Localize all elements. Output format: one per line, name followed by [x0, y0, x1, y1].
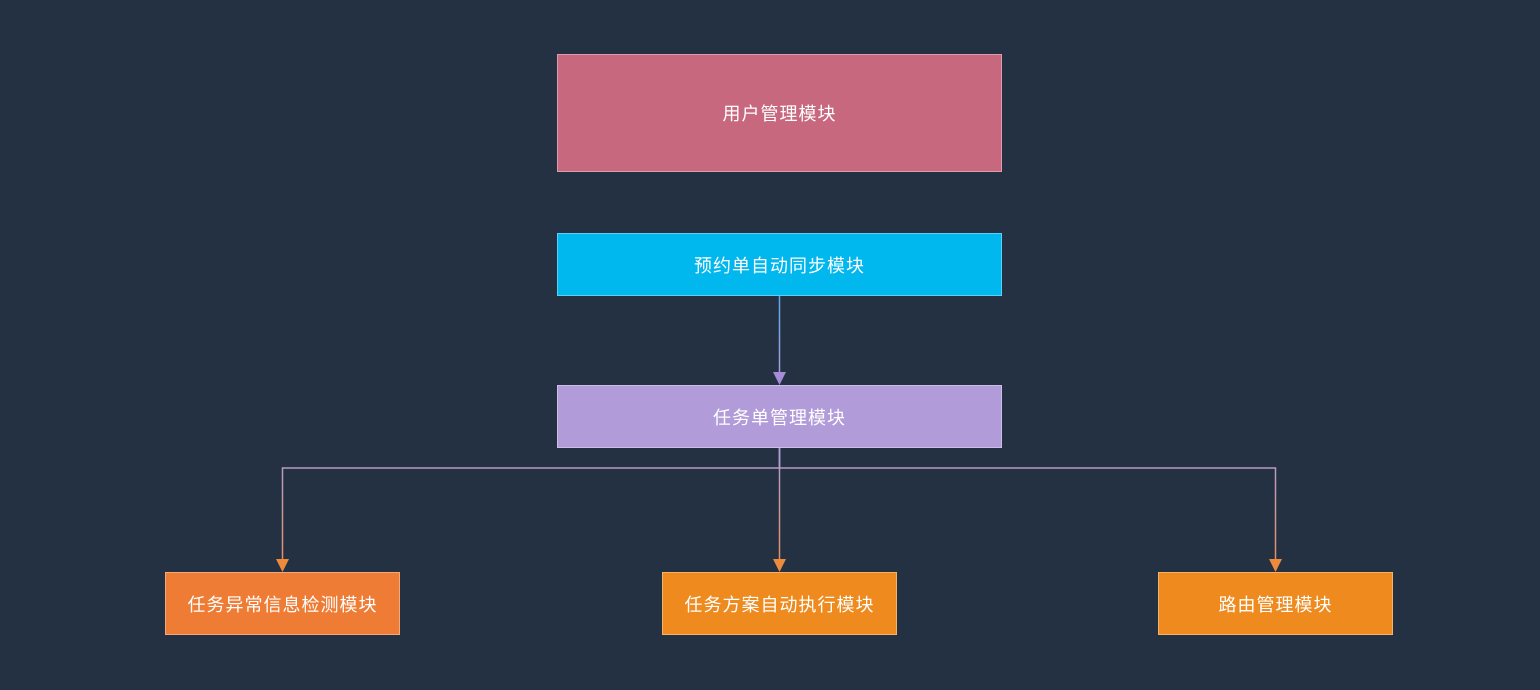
booking-sync-module-label: 预约单自动同步模块 [694, 255, 865, 277]
task-auto-exec-module-label: 任务方案自动执行模块 [684, 594, 875, 616]
edge-booking-sync-to-task-mgmt [773, 296, 786, 385]
route-mgmt-module-node: 路由管理模块 [1158, 572, 1393, 635]
task-auto-exec-module-node: 任务方案自动执行模块 [662, 572, 897, 635]
task-anomaly-detection-module-label: 任务异常信息检测模块 [187, 594, 378, 616]
user-mgmt-module-label: 用户管理模块 [722, 104, 837, 125]
task-anomaly-detection-module-node: 任务异常信息检测模块 [165, 572, 400, 635]
task-mgmt-module-node: 任务单管理模块 [557, 385, 1002, 448]
booking-sync-module-node: 预约单自动同步模块 [557, 233, 1002, 296]
user-mgmt-module-node: 用户管理模块 [557, 54, 1002, 172]
task-mgmt-module-label: 任务单管理模块 [713, 407, 846, 429]
edge-task-mgmt-to-route-mgmt [778, 448, 1282, 572]
edge-task-mgmt-to-task-anomaly [276, 448, 781, 572]
route-mgmt-module-label: 路由管理模块 [1218, 594, 1333, 616]
